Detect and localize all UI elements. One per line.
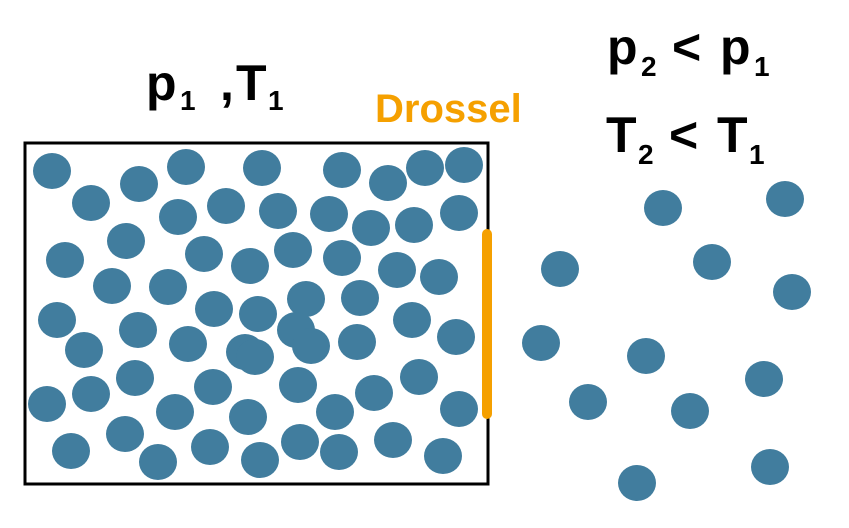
gas-particle	[569, 384, 607, 420]
gas-particle	[38, 302, 76, 338]
less-than: <	[669, 107, 698, 163]
subscript: 1	[268, 85, 284, 116]
gas-particle	[320, 434, 358, 470]
gas-particle	[378, 252, 416, 288]
gas-particle	[424, 438, 462, 474]
gas-particle	[119, 312, 157, 348]
gas-particle	[618, 465, 656, 501]
gas-particle	[159, 199, 197, 235]
gas-particle	[369, 165, 407, 201]
gas-particle	[185, 236, 223, 272]
particles-low-pressure	[522, 181, 811, 501]
gas-particle	[52, 433, 90, 469]
gas-particle	[338, 324, 376, 360]
gas-particle	[72, 376, 110, 412]
gas-particle	[259, 193, 297, 229]
gas-particle	[106, 416, 144, 452]
gas-particle	[541, 251, 579, 287]
gas-particle	[745, 361, 783, 397]
gas-particle	[440, 195, 478, 231]
gas-particle	[46, 242, 84, 278]
valve-label: Drossel	[375, 87, 522, 131]
symbol-p: p	[720, 19, 751, 75]
gas-particle	[236, 339, 274, 375]
gas-particle	[28, 386, 66, 422]
gas-particle	[393, 302, 431, 338]
less-than: <	[672, 19, 701, 75]
gas-particle	[239, 296, 277, 332]
gas-particle	[281, 424, 319, 460]
gas-particle	[207, 188, 245, 224]
gas-particle	[766, 181, 804, 217]
gas-particle	[93, 268, 131, 304]
gas-particle	[65, 332, 103, 368]
gas-particle	[323, 152, 361, 188]
gas-particle	[395, 207, 433, 243]
gas-particle	[522, 325, 560, 361]
gas-particle	[287, 281, 325, 317]
label-p1-t1: p 1 , T 1	[146, 55, 284, 116]
symbol-p: p	[146, 55, 177, 111]
gas-particle	[156, 394, 194, 430]
particles-high-pressure	[28, 147, 483, 480]
subscript: 1	[754, 51, 770, 82]
gas-particle	[274, 232, 312, 268]
subscript: 2	[638, 139, 654, 170]
gas-particle	[149, 269, 187, 305]
gas-particle	[671, 393, 709, 429]
gas-particle	[400, 359, 438, 395]
gas-particle	[139, 444, 177, 480]
gas-particle	[116, 360, 154, 396]
label-t2-lt-t1: T 2 < T 1	[606, 107, 765, 170]
gas-particle	[773, 274, 811, 310]
gas-particle	[120, 166, 158, 202]
gas-particle	[292, 328, 330, 364]
subscript: 1	[180, 85, 196, 116]
gas-particle	[341, 280, 379, 316]
gas-particle	[231, 248, 269, 284]
gas-particle	[241, 442, 279, 478]
gas-particle	[406, 150, 444, 186]
gas-particle	[440, 391, 478, 427]
gas-particle	[195, 291, 233, 327]
symbol-t: T	[236, 55, 267, 111]
gas-particle	[693, 244, 731, 280]
gas-particle	[169, 326, 207, 362]
label-p2-lt-p1: p 2 < p 1	[607, 19, 770, 82]
gas-particle	[194, 369, 232, 405]
gas-particle	[229, 399, 267, 435]
gas-particle	[445, 147, 483, 183]
gas-particle	[191, 429, 229, 465]
gas-particle	[107, 223, 145, 259]
gas-particle	[751, 449, 789, 485]
gas-particle	[374, 422, 412, 458]
symbol-p: p	[607, 19, 638, 75]
gas-particle	[437, 319, 475, 355]
gas-particle	[420, 259, 458, 295]
symbol-t: T	[606, 107, 637, 163]
gas-particle	[72, 185, 110, 221]
subscript: 1	[749, 139, 765, 170]
gas-particle	[644, 190, 682, 226]
gas-particle	[355, 375, 393, 411]
gas-particle	[310, 196, 348, 232]
gas-particle	[167, 149, 205, 185]
gas-particle	[627, 338, 665, 374]
gas-particle	[323, 240, 361, 276]
gas-particle	[279, 367, 317, 403]
symbol-t: T	[717, 107, 748, 163]
gas-particle	[316, 394, 354, 430]
subscript: 2	[641, 51, 657, 82]
gas-particle	[33, 153, 71, 189]
gas-particle	[243, 150, 281, 186]
gas-particle	[352, 210, 390, 246]
separator: ,	[220, 55, 234, 111]
